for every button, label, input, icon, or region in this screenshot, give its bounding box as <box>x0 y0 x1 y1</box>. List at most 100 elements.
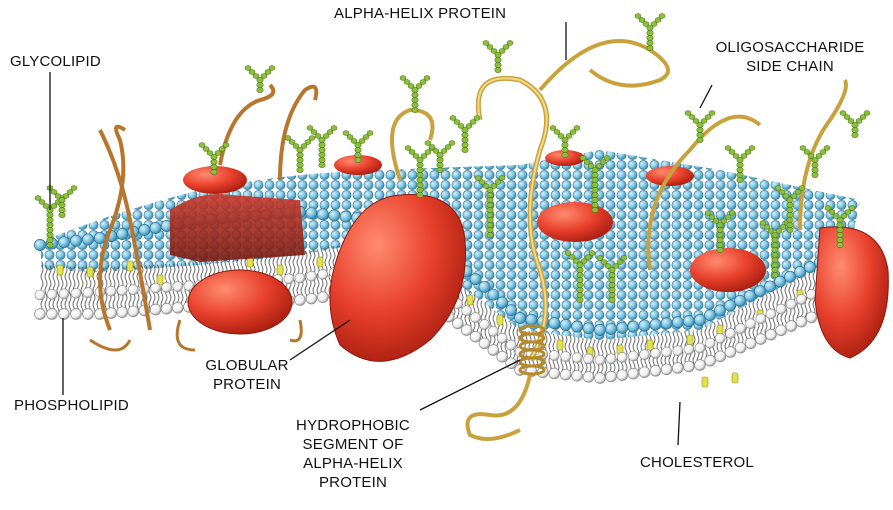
globular-protein-right-4 <box>690 248 766 292</box>
cholesterol-molecule <box>87 267 93 277</box>
phospholipid-head-bottom <box>117 307 128 318</box>
phospholipid-head-inner <box>705 338 715 348</box>
phospholipid-head-top <box>650 319 661 330</box>
phospholipid-head-bottom <box>766 329 777 340</box>
channel-protein-slice <box>170 194 305 262</box>
phospholipid-head-top <box>754 286 765 297</box>
oligosaccharide-chain <box>285 136 315 173</box>
phospholipid-head-inner <box>506 340 516 350</box>
phospholipid-head-top <box>639 320 650 331</box>
pointer-cholesterol <box>678 402 680 445</box>
phospholipid-head-inner <box>662 347 672 357</box>
phospholipid-head-top <box>526 314 537 325</box>
phospholipid-head-top <box>764 281 775 292</box>
phospholipid-head-top <box>117 228 128 239</box>
phospholipid-head-bottom <box>595 373 606 384</box>
phospholipid-head-top <box>317 209 328 220</box>
phospholipid-head-bottom <box>639 367 650 378</box>
phospholipid-head-inner <box>71 288 81 298</box>
phospholipid-head-inner <box>479 319 489 329</box>
label-oligosaccharide-line-2: SIDE CHAIN <box>690 57 890 76</box>
phospholipid-head-bottom <box>71 309 82 320</box>
phospholipid-head-inner <box>746 319 756 329</box>
phospholipid-head-bottom <box>461 325 472 336</box>
phospholipid-head-bottom <box>47 309 58 320</box>
phospholipid-head-inner <box>766 309 776 319</box>
phospholipid-head-inner <box>673 346 683 356</box>
phospholipid-head-inner <box>295 273 305 283</box>
phospholipid-head-bottom <box>83 309 94 320</box>
phospholipid-head-bottom <box>161 303 172 314</box>
phospholipid-head-inner <box>595 355 605 365</box>
phospholipid-head-top <box>506 305 517 316</box>
phospholipid-head-inner <box>83 288 93 298</box>
phospholipid-head-inner <box>796 294 806 304</box>
label-hydrophobic-line-1: HYDROPHOBIC <box>278 416 428 435</box>
phospholipid-head-top <box>479 281 490 292</box>
phospholipid-head-inner <box>151 283 161 293</box>
cholesterol-molecule <box>467 295 473 305</box>
label-hydrophobic-line-2: SEGMENT OF <box>278 435 428 454</box>
label-oligosaccharide-side-chain: OLIGOSACCHARIDE SIDE CHAIN <box>690 38 890 76</box>
alpha-helix-strand-bottom-mid <box>177 320 195 350</box>
phospholipid-head-bottom <box>606 371 617 382</box>
pointer-hydrophobic <box>420 360 520 410</box>
cholesterol-molecule <box>732 373 738 383</box>
phospholipid-head-bottom <box>497 351 508 362</box>
label-globular-protein: GLOBULAR PROTEIN <box>192 356 302 394</box>
phospholipid-head-top <box>714 305 725 316</box>
phospholipid-head-bottom <box>172 302 183 313</box>
oligosaccharide-chain <box>483 41 513 73</box>
label-hydrophobic-line-3: ALPHA-HELIX <box>278 454 428 473</box>
phospholipid-head-top <box>672 317 683 328</box>
alpha-helix-strand-bottom-left <box>90 340 130 350</box>
phospholipid-head-inner <box>173 282 183 292</box>
phospholipid-head-bottom <box>59 309 70 320</box>
phospholipid-head-inner <box>284 274 294 284</box>
oligosaccharide-chain <box>840 111 870 138</box>
phospholipid-head-inner <box>488 326 498 336</box>
phospholipid-head-top <box>329 210 340 221</box>
cholesterol-molecule <box>127 261 133 271</box>
alpha-helix-tail-bottom <box>468 375 531 439</box>
phospholipid-head-bottom <box>755 334 766 345</box>
phospholipid-head-bottom <box>745 338 756 349</box>
phospholipid-head-bottom <box>560 369 571 380</box>
cholesterol-molecule <box>317 257 323 267</box>
phospholipid-head-inner <box>617 352 627 362</box>
phospholipid-head-bottom <box>628 368 639 379</box>
phospholipid-head-inner <box>776 304 786 314</box>
oligosaccharide-chain <box>450 116 480 153</box>
phospholipid-head-top <box>683 316 694 327</box>
phospholipid-head-inner <box>639 350 649 360</box>
phospholipid-head-inner <box>651 348 661 358</box>
phospholipid-head-top <box>58 237 69 248</box>
phospholipid-head-top <box>794 266 805 277</box>
phospholipid-head-inner <box>117 285 127 295</box>
phospholipid-head-inner <box>162 282 172 292</box>
phospholipid-head-inner <box>497 333 507 343</box>
cholesterol-molecule <box>57 265 63 275</box>
phospholipid-head-top <box>694 314 705 325</box>
phospholipid-head-inner <box>628 351 638 361</box>
phospholipid-head-top <box>804 262 815 273</box>
phospholipid-head-inner <box>318 269 328 279</box>
phospholipid-head-inner <box>471 313 481 323</box>
cholesterol-molecule <box>647 340 653 350</box>
phospholipid-head-inner <box>35 290 45 300</box>
phospholipid-head-bottom <box>150 304 161 315</box>
phospholipid-head-bottom <box>705 355 716 366</box>
phospholipid-head-inner <box>128 285 138 295</box>
label-globular-line-2: PROTEIN <box>192 375 302 394</box>
label-hydrophobic-segment: HYDROPHOBIC SEGMENT OF ALPHA-HELIX PROTE… <box>278 416 428 492</box>
phospholipid-head-top <box>724 300 735 311</box>
phospholipid-head-bottom <box>672 362 683 373</box>
phospholipid-head-top <box>514 312 525 323</box>
phospholipid-head-top <box>34 239 45 250</box>
phospholipid-head-top <box>497 297 508 308</box>
phospholipid-head-inner <box>606 354 616 364</box>
phospholipid-head-top <box>704 310 715 321</box>
phospholipid-head-bottom <box>479 338 490 349</box>
phospholipid-head-bottom <box>506 358 517 369</box>
